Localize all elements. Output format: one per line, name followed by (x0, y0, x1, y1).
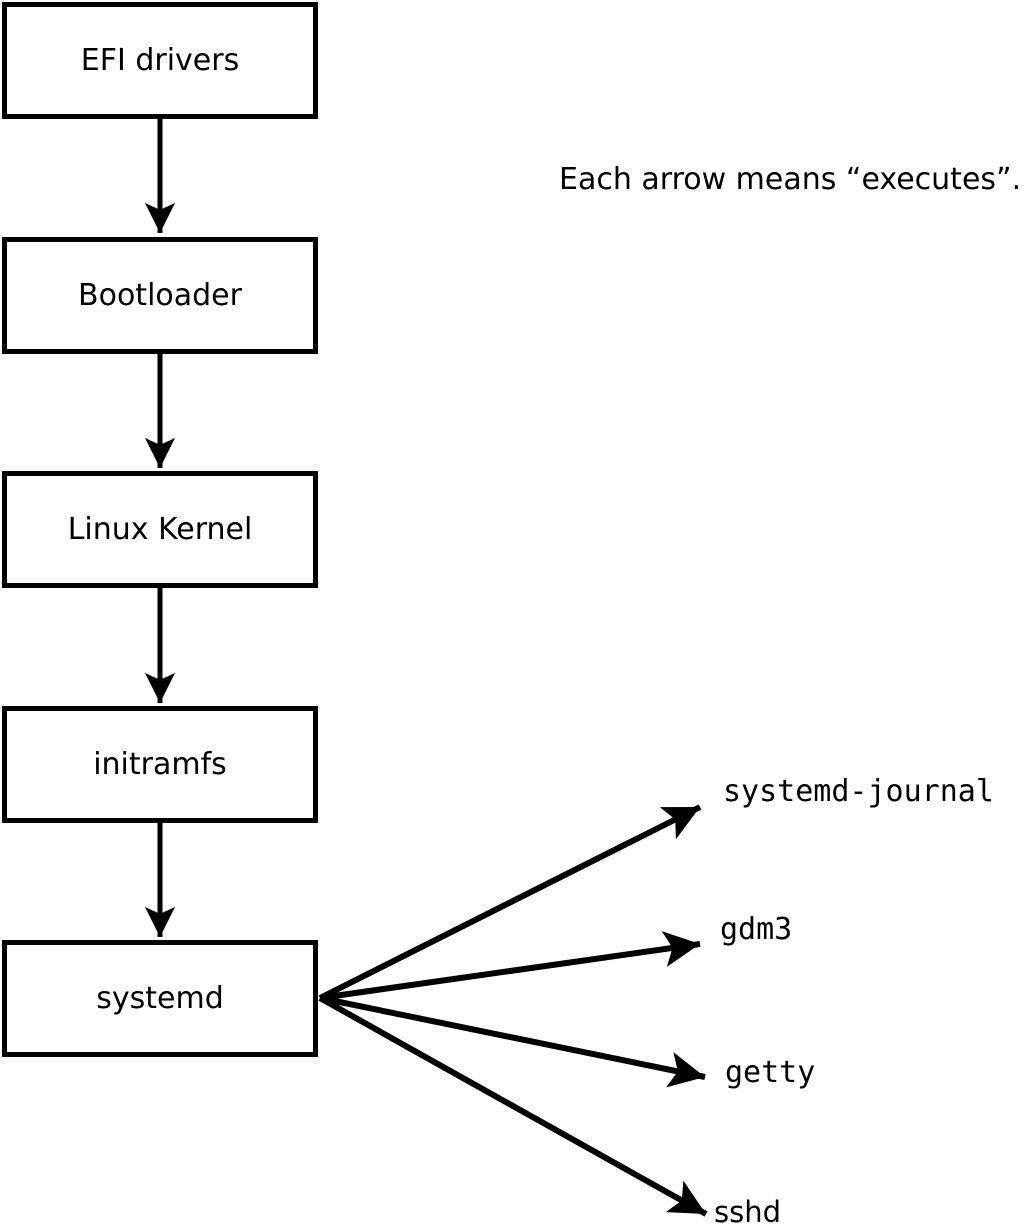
arrow-meaning-note: Each arrow means “executes”. (559, 162, 1022, 197)
process-label-sshd: sshd (714, 1195, 782, 1229)
node-efi-drivers: EFI drivers (2, 2, 318, 119)
node-initramfs: initramfs (2, 706, 318, 823)
node-efi-drivers-label: EFI drivers (80, 42, 240, 78)
arrow-systemd-to-gdm3 (319, 931, 701, 1001)
process-label-gdm3: gdm3 (720, 912, 793, 947)
arrow-systemd-to-getty (319, 995, 706, 1088)
process-label-systemd-journal: systemd-journal (723, 774, 994, 809)
arrow-systemd-to-journal (318, 804, 702, 1001)
node-bootloader-label: Bootloader (78, 277, 242, 313)
process-label-getty: getty (725, 1055, 816, 1090)
node-bootloader: Bootloader (2, 237, 318, 354)
node-systemd: systemd (2, 940, 318, 1057)
node-systemd-label: systemd (96, 980, 224, 1016)
node-linux-kernel: Linux Kernel (2, 471, 318, 588)
node-initramfs-label: initramfs (93, 746, 227, 782)
node-linux-kernel-label: Linux Kernel (67, 511, 253, 547)
arrow-systemd-to-sshd (318, 995, 708, 1217)
